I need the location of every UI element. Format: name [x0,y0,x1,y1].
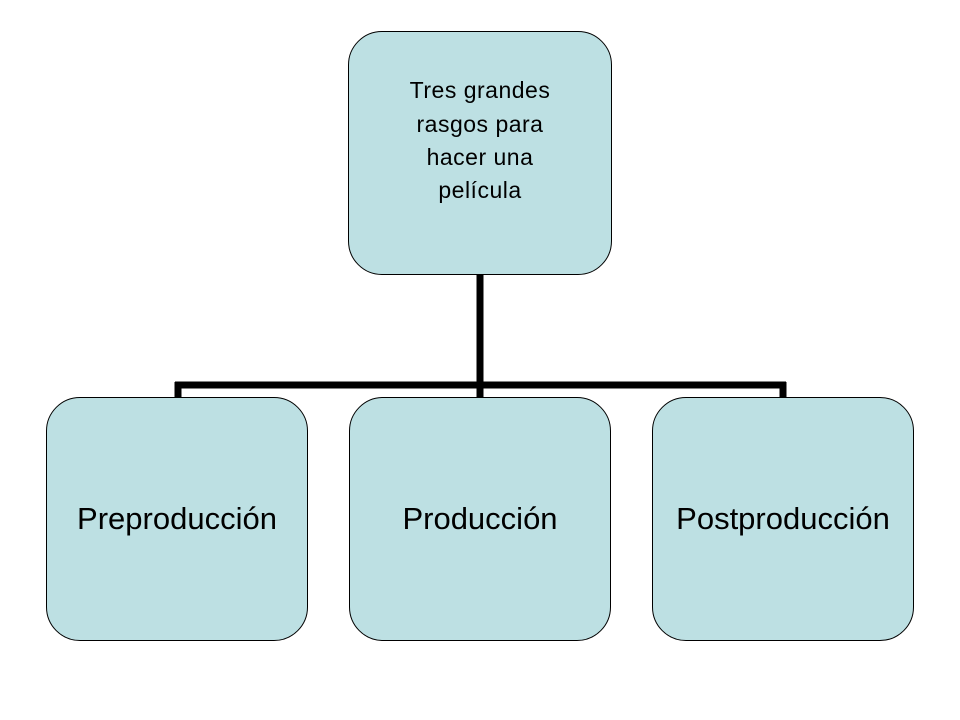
root-node: Tres grandes rasgos para hacer una pelíc… [348,31,612,275]
node-postproduccion: Postproducción [652,397,914,641]
node-produccion: Producción [349,397,611,641]
node-preproduccion: Preproducción [46,397,308,641]
node-preproduccion-label: Preproducción [77,501,277,536]
node-produccion-label: Producción [402,501,558,536]
node-postproduccion-label: Postproducción [676,501,890,536]
root-node-label: Tres grandes rasgos para hacer una pelíc… [409,77,551,204]
